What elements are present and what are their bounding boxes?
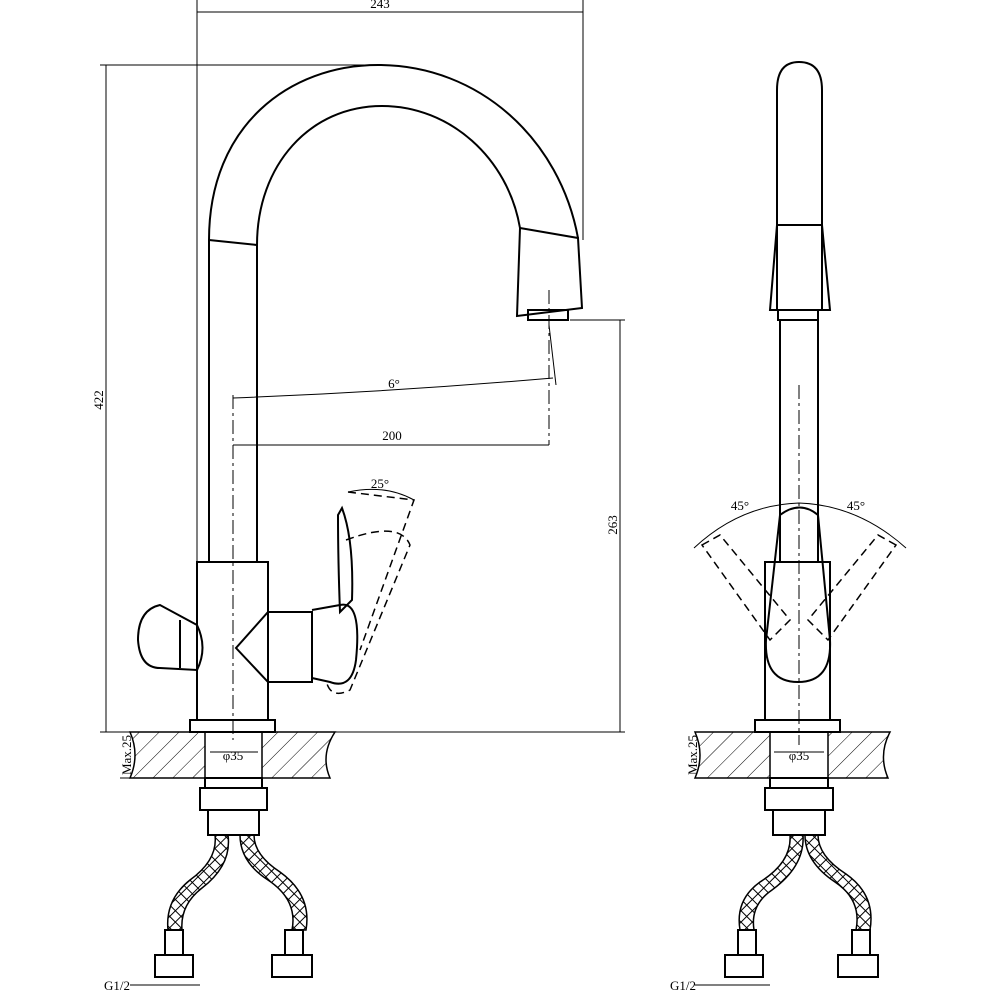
cartridge-housing [234, 611, 313, 683]
thread-label: G1/2 [104, 978, 130, 993]
spout-front [776, 60, 823, 310]
spout [208, 63, 584, 562]
dimension-width: 243 [196, 0, 584, 720]
hole-label-front: φ35 [789, 748, 810, 763]
mounting-nut [199, 777, 268, 836]
lever-base [311, 603, 359, 685]
countertop: φ35 Max.25 [119, 731, 337, 779]
counter-label-front: Max.25 [685, 735, 700, 775]
filter-knob [136, 603, 204, 672]
spout-height-label: 263 [605, 515, 620, 535]
hose-right [239, 834, 308, 931]
angle-label: 6° [388, 376, 400, 391]
body-front [764, 561, 831, 721]
counter-label: Max.25 [119, 735, 134, 775]
dimension-reach: 200 6° [232, 290, 557, 740]
countertop-front: φ35 Max.25 [685, 731, 892, 779]
width-label: 243 [370, 0, 390, 11]
base-plate-front [754, 719, 841, 733]
front-view: 45° 45° φ35 Max.25 G1/2 [670, 60, 907, 993]
hose-left [166, 834, 230, 931]
base-plate [189, 719, 276, 733]
lever-front [764, 506, 832, 684]
hose-nut-left [154, 954, 194, 978]
dimension-height: 422 [91, 64, 380, 733]
hose-left-front [738, 834, 804, 931]
right-angle-label: 45° [847, 498, 865, 513]
lever-angle-label: 25° [371, 476, 389, 491]
thread-label-front: G1/2 [670, 978, 696, 993]
spray-head [515, 226, 584, 318]
lever [336, 505, 354, 615]
height-label: 422 [91, 390, 106, 410]
side-view: 243 422 263 200 6° [91, 0, 625, 993]
dimension-spout-height: 263 [275, 319, 625, 733]
left-angle-label: 45° [731, 498, 749, 513]
hose-right-front [804, 834, 872, 931]
hole-label: φ35 [223, 748, 244, 763]
spray-head-front [768, 224, 832, 311]
hose-nut-right [271, 954, 313, 978]
reach-label: 200 [382, 428, 402, 443]
nozzle [527, 309, 569, 321]
